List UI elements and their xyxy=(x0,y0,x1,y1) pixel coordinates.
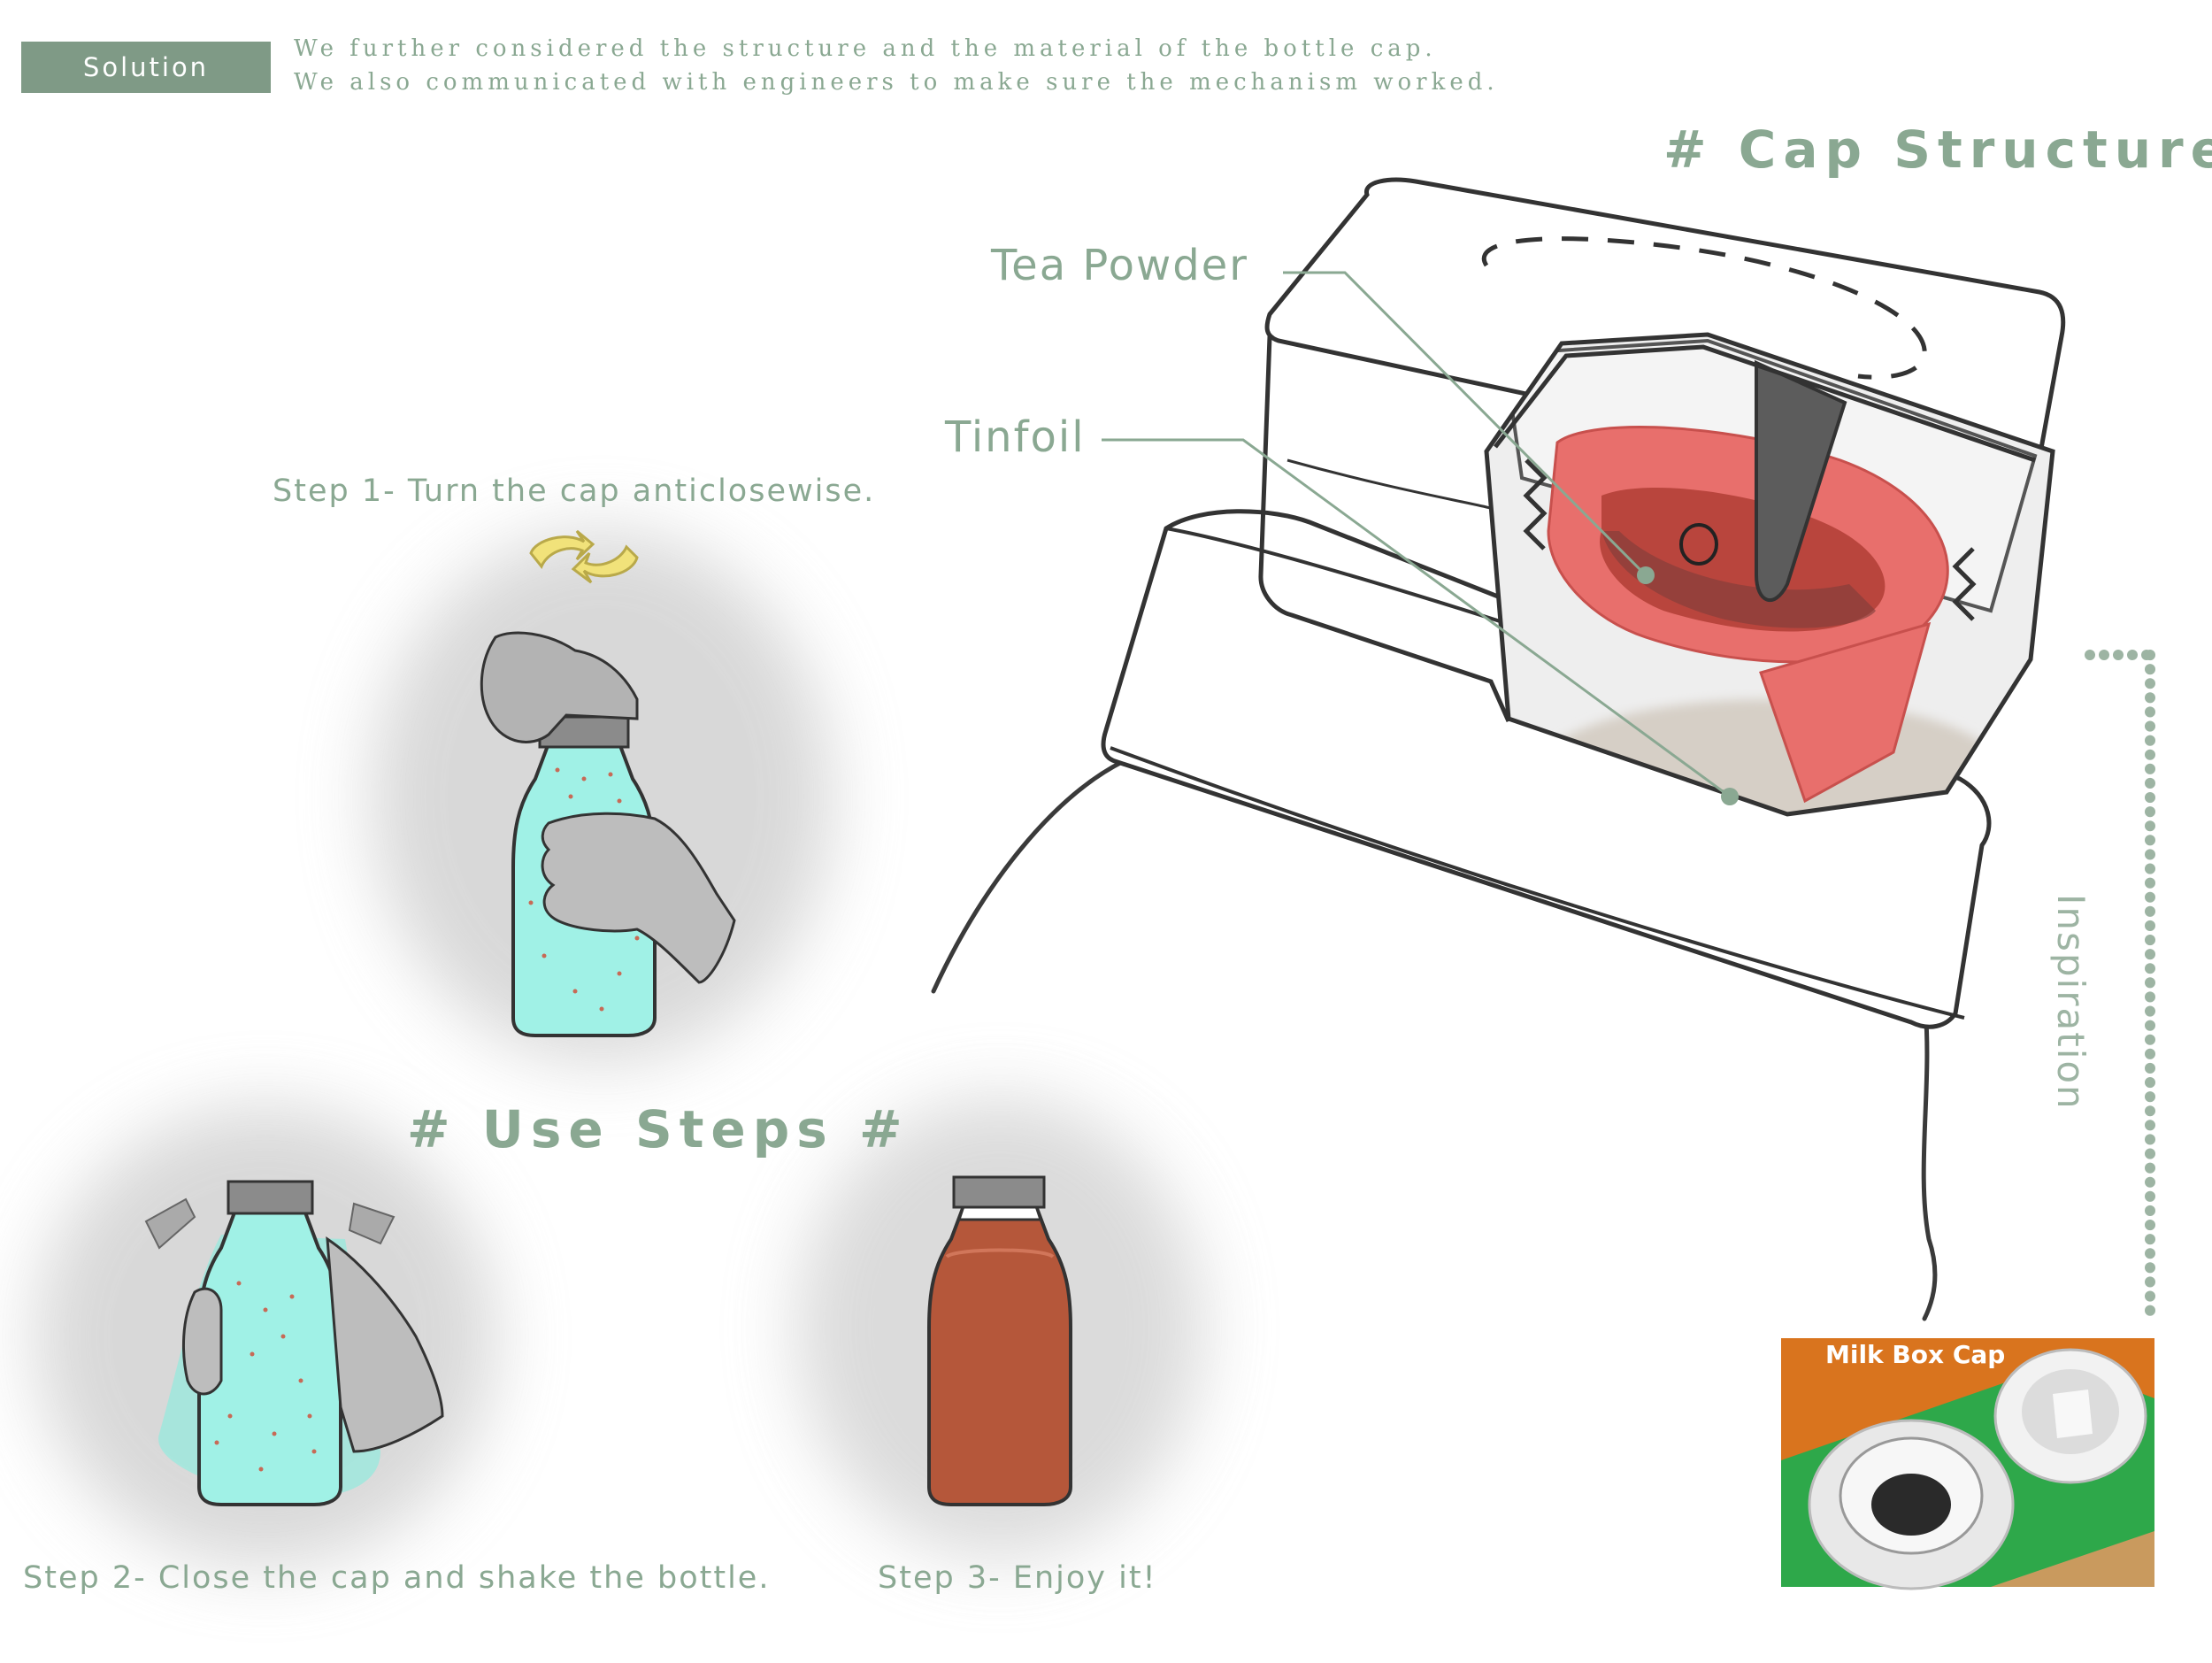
milk-box-cap-photo xyxy=(1781,1338,2154,1590)
intro-line-1: We further considered the structure and … xyxy=(294,35,1437,62)
solution-tag: Solution xyxy=(21,42,271,93)
step-3-caption: Step 3- Enjoy it! xyxy=(878,1560,1157,1596)
cap-top-dashed xyxy=(1481,236,1927,380)
milk-box-cap-caption: Milk Box Cap xyxy=(1825,1340,2006,1369)
step2-illustration xyxy=(35,1106,495,1567)
inspiration-label-text: Inspiration xyxy=(2049,894,2093,1111)
step1-illustration xyxy=(372,529,832,1062)
callout-tinfoil: Tinfoil xyxy=(945,412,1086,462)
bottle-neck-ring xyxy=(1101,509,1992,1029)
callout-tea-powder: Tea Powder xyxy=(991,241,1248,290)
step-2-caption: Step 2- Close the cap and shake the bott… xyxy=(23,1560,771,1596)
inspiration-dotted-line xyxy=(2085,650,2152,660)
cutaway-frame xyxy=(1484,332,2055,817)
rotate-arrows-icon xyxy=(529,529,639,584)
callout-leaders xyxy=(1102,271,1731,798)
callout-dots xyxy=(1637,566,1739,805)
intro-line-2: We also communicated with engineers to m… xyxy=(294,69,1499,96)
inspiration-label: Inspiration xyxy=(2044,894,2097,1115)
step3-illustration xyxy=(796,1097,1203,1558)
step-1-caption: Step 1- Turn the cap anticlosewise. xyxy=(273,473,876,509)
cap-structure-heading: # Cap Structure # xyxy=(1663,119,2212,180)
use-steps-heading: # Use Steps # xyxy=(407,1099,910,1159)
bottle-body-outline xyxy=(931,758,1938,1321)
